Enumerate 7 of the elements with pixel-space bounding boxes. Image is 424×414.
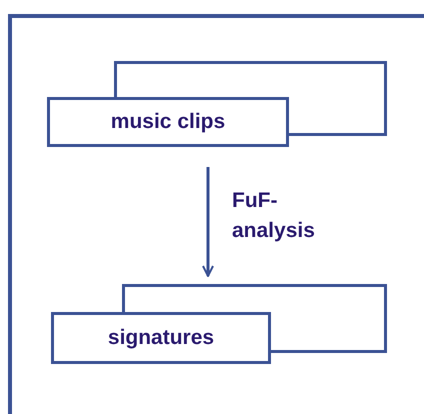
box-label: music clips: [110, 109, 226, 136]
box-label: signatures: [108, 325, 214, 352]
edge-label: FuF- analysis: [232, 188, 316, 244]
panel-frame: [8, 14, 424, 414]
arrow: [202, 167, 214, 277]
stacked-document-box: [47, 61, 387, 147]
stacked-document-box: [51, 284, 387, 364]
